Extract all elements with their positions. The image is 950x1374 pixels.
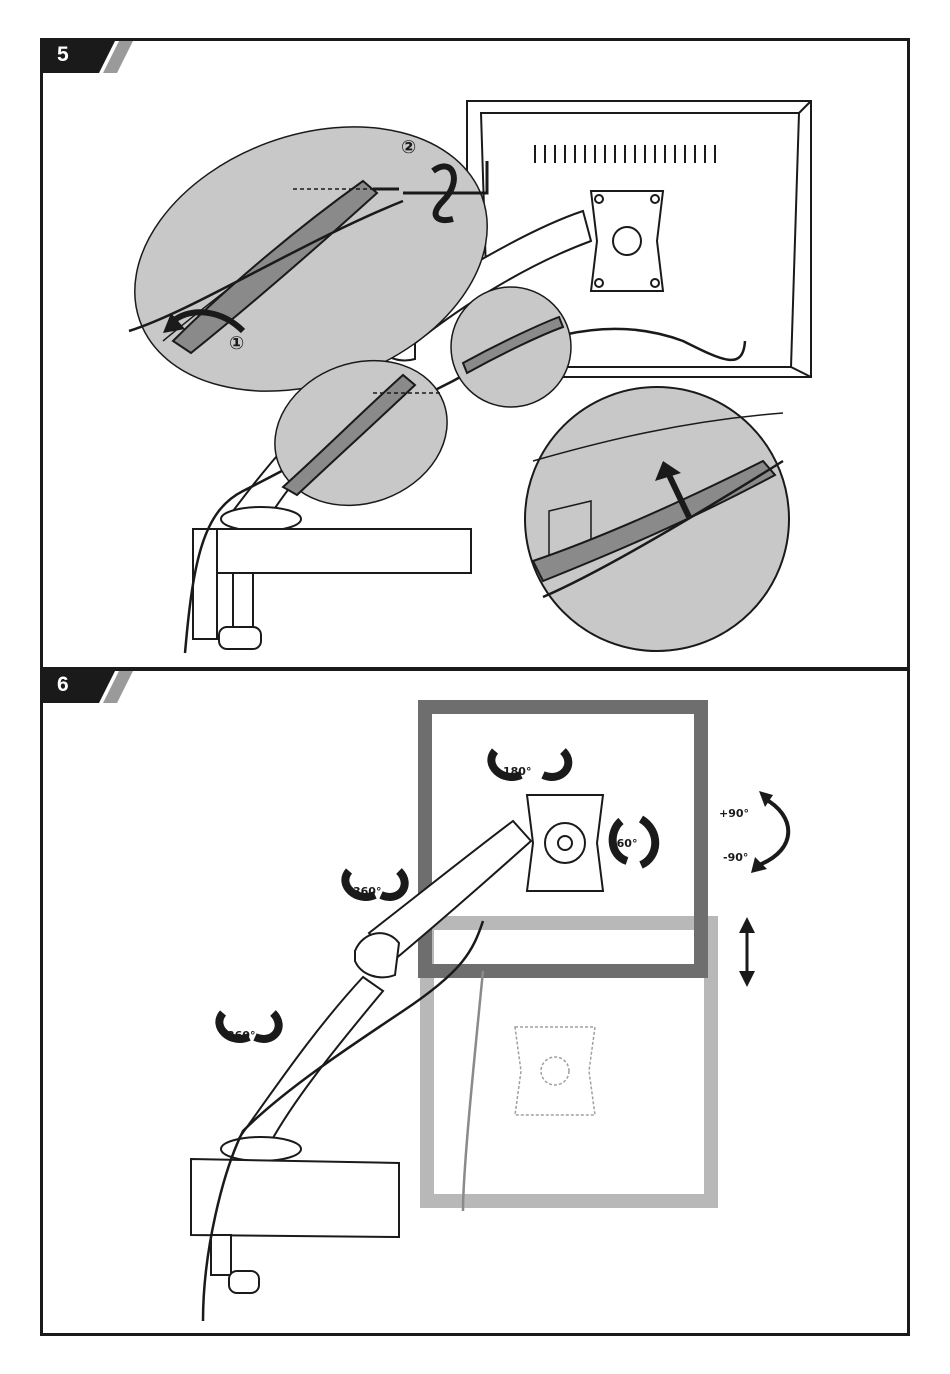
label-rotate-head: 180° xyxy=(503,765,531,778)
zoom-circle-cover xyxy=(451,287,571,407)
step-6-illustration: 180° 360° 360° 360° +90° -90° xyxy=(43,671,907,1333)
zoom-circle-detail xyxy=(525,387,789,651)
tilt-arrow-icon xyxy=(751,791,788,873)
callout-1: ① xyxy=(229,333,244,354)
cable-6 xyxy=(203,921,483,1321)
label-tilt-down: -90° xyxy=(723,851,748,864)
desk-clamp xyxy=(193,529,471,649)
label-rotate-upper-arm: 360° xyxy=(353,885,381,898)
monitor-raised xyxy=(425,707,701,971)
vesa-plate xyxy=(591,191,663,291)
step-5-illustration: ① ② xyxy=(43,41,907,667)
step-6-panel: 6 xyxy=(40,668,910,1336)
label-rotate-lower-arm: 360° xyxy=(227,1029,255,1042)
label-rotate-plate: 360° xyxy=(609,837,637,850)
double-arrow-icon xyxy=(739,917,755,987)
callout-2: ② xyxy=(401,137,416,158)
step-5-panel: 5 xyxy=(40,38,910,670)
label-tilt-up: +90° xyxy=(719,807,749,820)
